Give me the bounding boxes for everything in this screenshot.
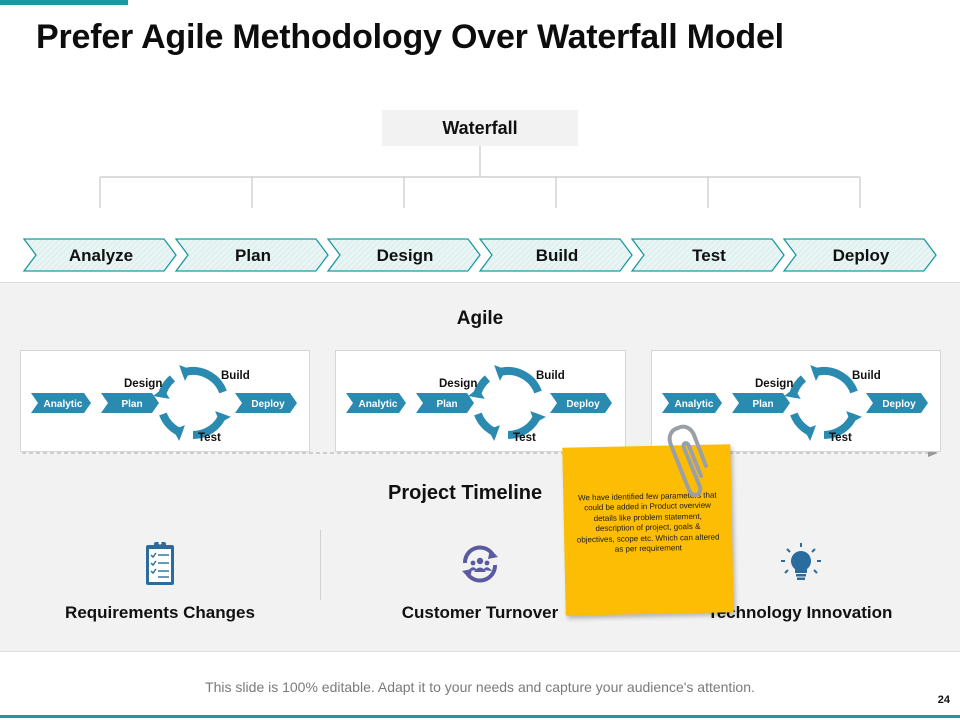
analytic-chevron: Analytic [346, 393, 406, 413]
test-label: Test [829, 432, 852, 444]
cycle-arrowhead [179, 365, 192, 381]
agile-label: Agile [456, 308, 504, 329]
bottom-accent-bar [0, 715, 960, 718]
cycle-arrowhead [153, 387, 170, 399]
analytic-chevron: Analytic [31, 393, 91, 413]
analytic-chevron-label: Analytic [44, 399, 83, 410]
deploy-chevron: Deploy [866, 393, 928, 413]
cycle-arrowhead [810, 365, 823, 381]
analytic-chevron-label: Analytic [675, 399, 714, 410]
test-label: Test [513, 432, 536, 444]
plan-chevron: Plan [732, 393, 790, 413]
waterfall-step-test: Test [630, 238, 785, 272]
deploy-chevron: Deploy [550, 393, 612, 413]
project-timeline-label: Project Timeline [388, 482, 543, 504]
feature-divider-1 [320, 530, 321, 600]
deploy-chevron-label: Deploy [566, 399, 600, 410]
plan-chevron-label: Plan [752, 399, 773, 410]
cycle-arrowhead [784, 387, 801, 399]
analytic-chevron-label: Analytic [359, 399, 398, 410]
design-label: Design [755, 378, 793, 390]
lightbulb-icon [781, 543, 821, 580]
build-label: Build [852, 370, 881, 382]
slide-title: Prefer Agile Methodology Over Waterfall … [36, 18, 784, 56]
analytic-chevron: Analytic [662, 393, 722, 413]
waterfall-label: Waterfall [442, 117, 518, 138]
build-label: Build [221, 370, 250, 382]
cycle-arrowhead [846, 411, 862, 423]
cycle-arrowhead [468, 387, 485, 399]
waterfall-step-analyze: Analyze [22, 238, 177, 272]
waterfall-step-label: Build [536, 246, 579, 265]
clipboard-checklist-icon [146, 541, 174, 585]
paperclip-icon [667, 424, 708, 497]
feature-label-customer: Customer Turnover [401, 603, 559, 622]
waterfall-step-label: Design [377, 246, 434, 265]
build-label: Build [536, 370, 565, 382]
test-label: Test [198, 432, 221, 444]
waterfall-steps: Analyze Plan Design Build Test Deploy [22, 238, 937, 272]
cycle-arrowhead [488, 425, 500, 441]
feature-label-technology: Technology Innovation [707, 603, 893, 622]
waterfall-step-design: Design [326, 238, 481, 272]
design-label: Design [124, 378, 162, 390]
plan-chevron: Plan [101, 393, 159, 413]
waterfall-step-label: Test [692, 246, 726, 265]
cycle-arrowhead [530, 411, 546, 423]
waterfall-step-build: Build [478, 238, 633, 272]
cycle-arrowhead [494, 365, 507, 381]
deploy-chevron-label: Deploy [251, 399, 285, 410]
waterfall-step-plan: Plan [174, 238, 329, 272]
cycle-arrowhead [804, 425, 816, 441]
cycle-arrowhead [215, 411, 231, 423]
agile-panel [0, 282, 960, 652]
design-label: Design [439, 378, 477, 390]
page-number: 24 [937, 694, 950, 706]
waterfall-step-label: Plan [235, 246, 271, 265]
plan-chevron-label: Plan [436, 399, 457, 410]
deploy-chevron-label: Deploy [882, 399, 916, 410]
cycle-arrowhead [173, 425, 185, 441]
sticky-note-text: We have identified few parameters that c… [576, 490, 720, 554]
waterfall-step-deploy: Deploy [782, 238, 937, 272]
top-accent-bar [0, 0, 128, 5]
deploy-chevron: Deploy [235, 393, 297, 413]
waterfall-step-label: Analyze [69, 246, 133, 265]
plan-chevron-label: Plan [121, 399, 142, 410]
users-cycle-icon [462, 545, 498, 583]
waterfall-label-box: Waterfall [382, 110, 578, 146]
plan-chevron: Plan [416, 393, 474, 413]
waterfall-step-label: Deploy [833, 246, 890, 265]
footer-note: This slide is 100% editable. Adapt it to… [205, 679, 755, 695]
feature-label-requirements: Requirements Changes [65, 603, 255, 622]
